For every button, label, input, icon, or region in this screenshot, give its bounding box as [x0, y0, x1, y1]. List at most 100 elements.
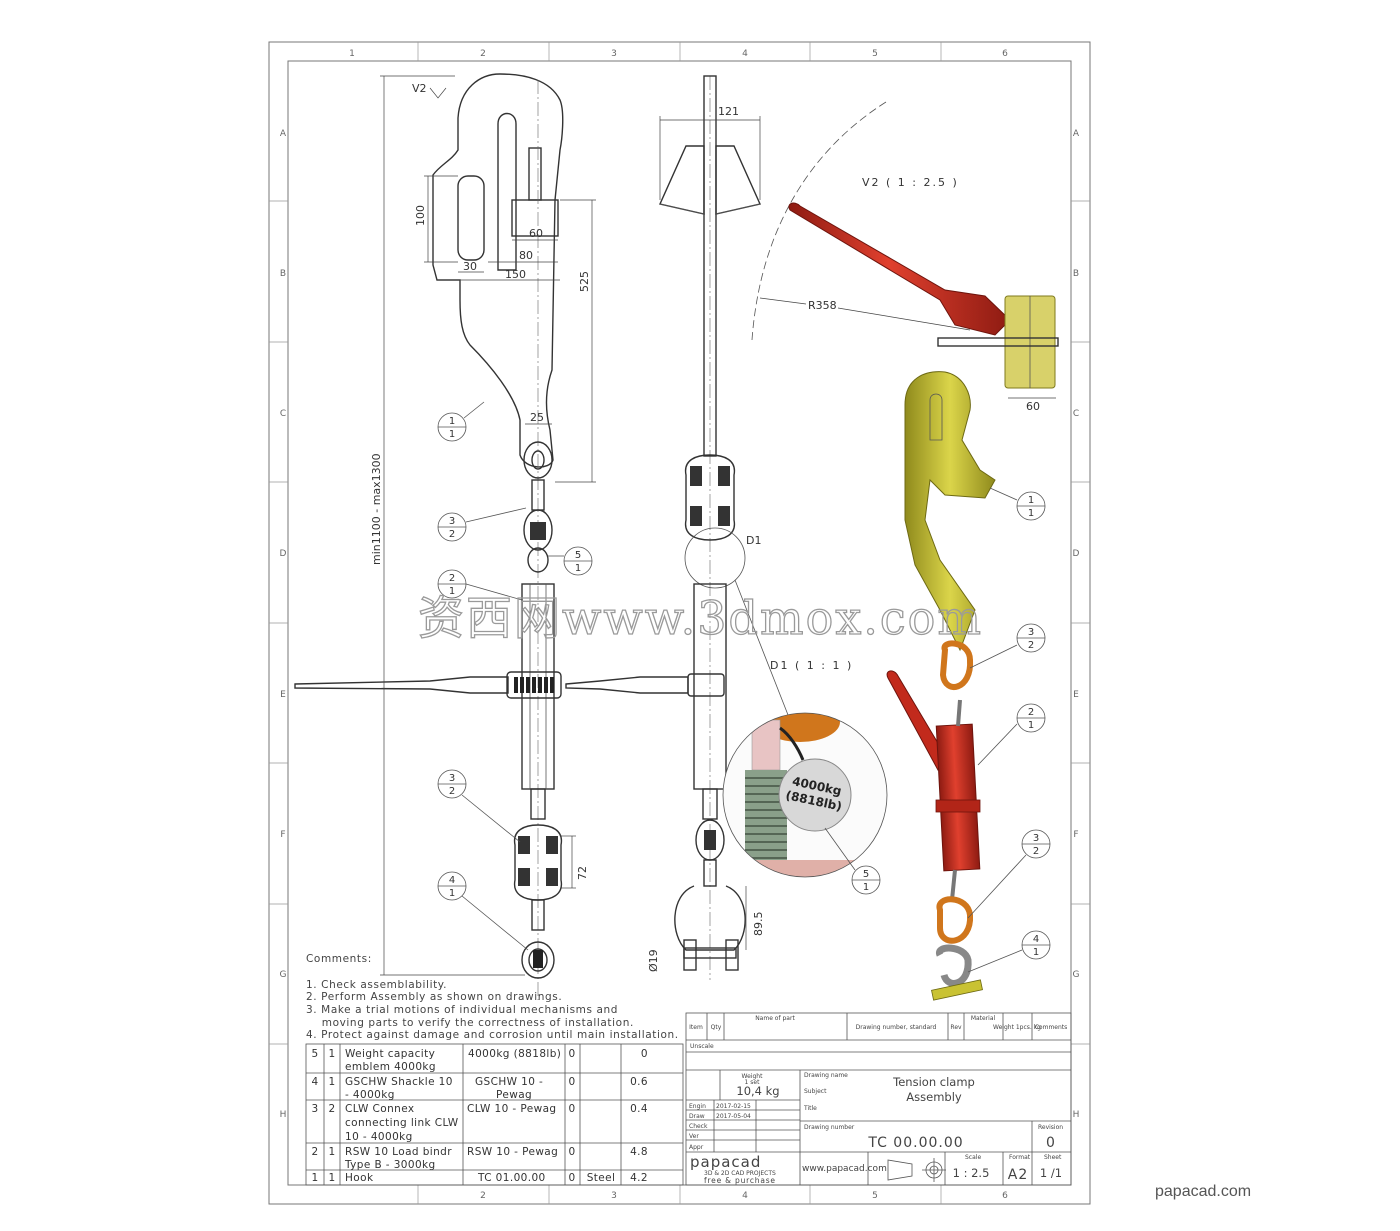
d1-detail-view: D1 ( 1 : 1 ) 4000kg (8818lb): [722, 659, 888, 878]
svg-text:0: 0: [568, 1103, 575, 1115]
svg-text:GSCHW 10 -: GSCHW 10 -: [475, 1076, 543, 1088]
svg-text:4: 4: [311, 1076, 318, 1088]
svg-text:5: 5: [311, 1048, 318, 1060]
svg-text:1: 1: [1028, 508, 1034, 519]
zone-row-f-right: F: [1073, 830, 1078, 840]
zone-col-6-bottom: 6: [1002, 1191, 1008, 1201]
dim-r358: R358: [808, 299, 837, 312]
svg-text:3: 3: [449, 773, 455, 784]
svg-text:1: 1: [328, 1146, 335, 1158]
svg-text:CLW Connex: CLW Connex: [345, 1103, 415, 1115]
svg-text:10 - 4000kg: 10 - 4000kg: [345, 1131, 413, 1143]
svg-text:3: 3: [1033, 833, 1039, 844]
tb-header-qty: Qty: [711, 1024, 722, 1031]
svg-text:4: 4: [1033, 934, 1039, 945]
tb-role-engin: Engin: [689, 1103, 706, 1110]
svg-text:RSW 10 - Pewag: RSW 10 - Pewag: [467, 1146, 558, 1158]
zone-row-d-right: D: [1073, 549, 1080, 559]
zone-col-2-bottom: 2: [480, 1191, 486, 1201]
tb-header-comments: Comments: [1035, 1024, 1068, 1031]
svg-text:2: 2: [311, 1146, 318, 1158]
connecting-link-upper-front: [523, 441, 553, 551]
svg-text:0: 0: [641, 1048, 648, 1060]
tb-format: A2: [1008, 1167, 1028, 1183]
svg-text:2: 2: [328, 1103, 335, 1115]
comment-line-1: 1. Check assemblability.: [306, 979, 447, 991]
zone-row-b-right: B: [1073, 269, 1079, 279]
iso-binder-body: [935, 723, 981, 872]
shackle-front: [521, 941, 555, 979]
balloon-link-lower-iso: 3 2: [967, 829, 1051, 919]
tb-header-material: Material: [971, 1015, 996, 1022]
load-binder-front: [294, 583, 562, 820]
dim-80: 80: [519, 249, 533, 262]
svg-text:1: 1: [1028, 720, 1034, 731]
tb-drawing-number: TC 00.00.00: [867, 1135, 963, 1151]
tb-revision-label: Revision: [1038, 1124, 1063, 1131]
svg-text:1: 1: [449, 416, 455, 427]
zone-row-g-left: G: [280, 970, 287, 980]
hook-window: [457, 175, 485, 261]
svg-text:- 4000kg: - 4000kg: [345, 1089, 395, 1101]
side-link-upper: [684, 454, 736, 541]
tb-subject-label: Subject: [804, 1088, 827, 1095]
zone-row-c-right: C: [1073, 409, 1079, 419]
tb-company-tag: free & purchase: [704, 1176, 776, 1185]
zone-col-4-top: 4: [742, 49, 748, 59]
zone-row-e-left: E: [280, 690, 286, 700]
tb-drawing-name-label: Drawing name: [804, 1072, 848, 1079]
svg-text:1: 1: [328, 1172, 335, 1184]
zone-row-h-right: H: [1073, 1110, 1080, 1120]
comment-line-4: moving parts to verify the correctness o…: [306, 1017, 634, 1029]
zone-row-a-left: A: [280, 129, 287, 139]
zone-col-3-top: 3: [611, 49, 617, 59]
svg-text:0.6: 0.6: [630, 1076, 648, 1088]
zone-col-3-bottom: 3: [611, 1191, 617, 1201]
svg-text:1: 1: [449, 429, 455, 440]
tb-company: papacad: [690, 1153, 761, 1171]
iso-shackle: [936, 944, 972, 987]
tb-scale: 1 : 2.5: [953, 1166, 990, 1180]
comments-block: Comments: 1. Check assemblability. 2. Pe…: [306, 953, 678, 1041]
balloon-binder-front: 2 1: [437, 569, 523, 601]
bom-table: 5 1 Weight capacity emblem 4000kg 4000kg…: [305, 1043, 684, 1186]
tb-header-weight: Weight 1pcs. kg: [993, 1024, 1041, 1031]
svg-text:1: 1: [863, 882, 869, 893]
dim-25: 25: [530, 411, 544, 424]
title-block: Item Qty Name of part Drawing number, st…: [685, 1012, 1072, 1186]
balloon-shackle-front: 4 1: [437, 871, 529, 951]
zone-row-g-right: G: [1073, 970, 1080, 980]
balloons: 1 1 3 2 5 1 2 1 3 2: [437, 401, 1051, 973]
tb-website: www.papacad.com: [802, 1164, 887, 1174]
svg-text:4.2: 4.2: [630, 1172, 648, 1184]
tb-scale-label: Scale: [965, 1154, 981, 1161]
svg-text:0: 0: [568, 1076, 575, 1088]
svg-text:1: 1: [575, 563, 581, 574]
front-view-dimensions: min1100 - max1300 100 30 150 60 80 525 2…: [370, 75, 596, 976]
svg-text:1: 1: [1028, 495, 1034, 506]
dim-100: 100: [414, 205, 427, 226]
connecting-link-lower-front: [513, 824, 563, 931]
comments-title: Comments:: [306, 953, 372, 965]
side-load-binder: [565, 583, 727, 820]
balloon-tag-front: 5 1: [548, 546, 593, 576]
bom-row-hook: 1 1 Hook TC 01.00.00 0 Steel 4.2: [311, 1172, 648, 1184]
zone-row-a-right: A: [1073, 129, 1080, 139]
tb-drawing-number-label: Drawing number: [804, 1124, 855, 1131]
zone-col-6-top: 6: [1002, 49, 1008, 59]
tb-header-drawing: Drawing number, standard: [856, 1024, 937, 1031]
comment-line-3: 3. Make a trial motions of individual me…: [306, 1004, 618, 1016]
balloon-link-upper-front: 3 2: [437, 507, 527, 542]
balloon-binder-iso: 2 1: [977, 703, 1046, 766]
svg-text:Steel: Steel: [587, 1172, 616, 1184]
zone-row-d-left: D: [280, 549, 287, 559]
dim-v2-60: 60: [1026, 400, 1040, 413]
svg-text:Pewag: Pewag: [496, 1089, 532, 1101]
projection-symbol-icon: [887, 1158, 946, 1182]
weight-tag-front: [527, 547, 549, 573]
tb-drawing-name-2: Assembly: [906, 1090, 962, 1104]
side-view: D1 121 89.5 Ø19: [565, 75, 791, 980]
brand-caption: papacad.com: [1155, 1183, 1252, 1200]
zone-col-2-top: 2: [480, 49, 486, 59]
tb-header-rev: Rev: [950, 1024, 962, 1031]
